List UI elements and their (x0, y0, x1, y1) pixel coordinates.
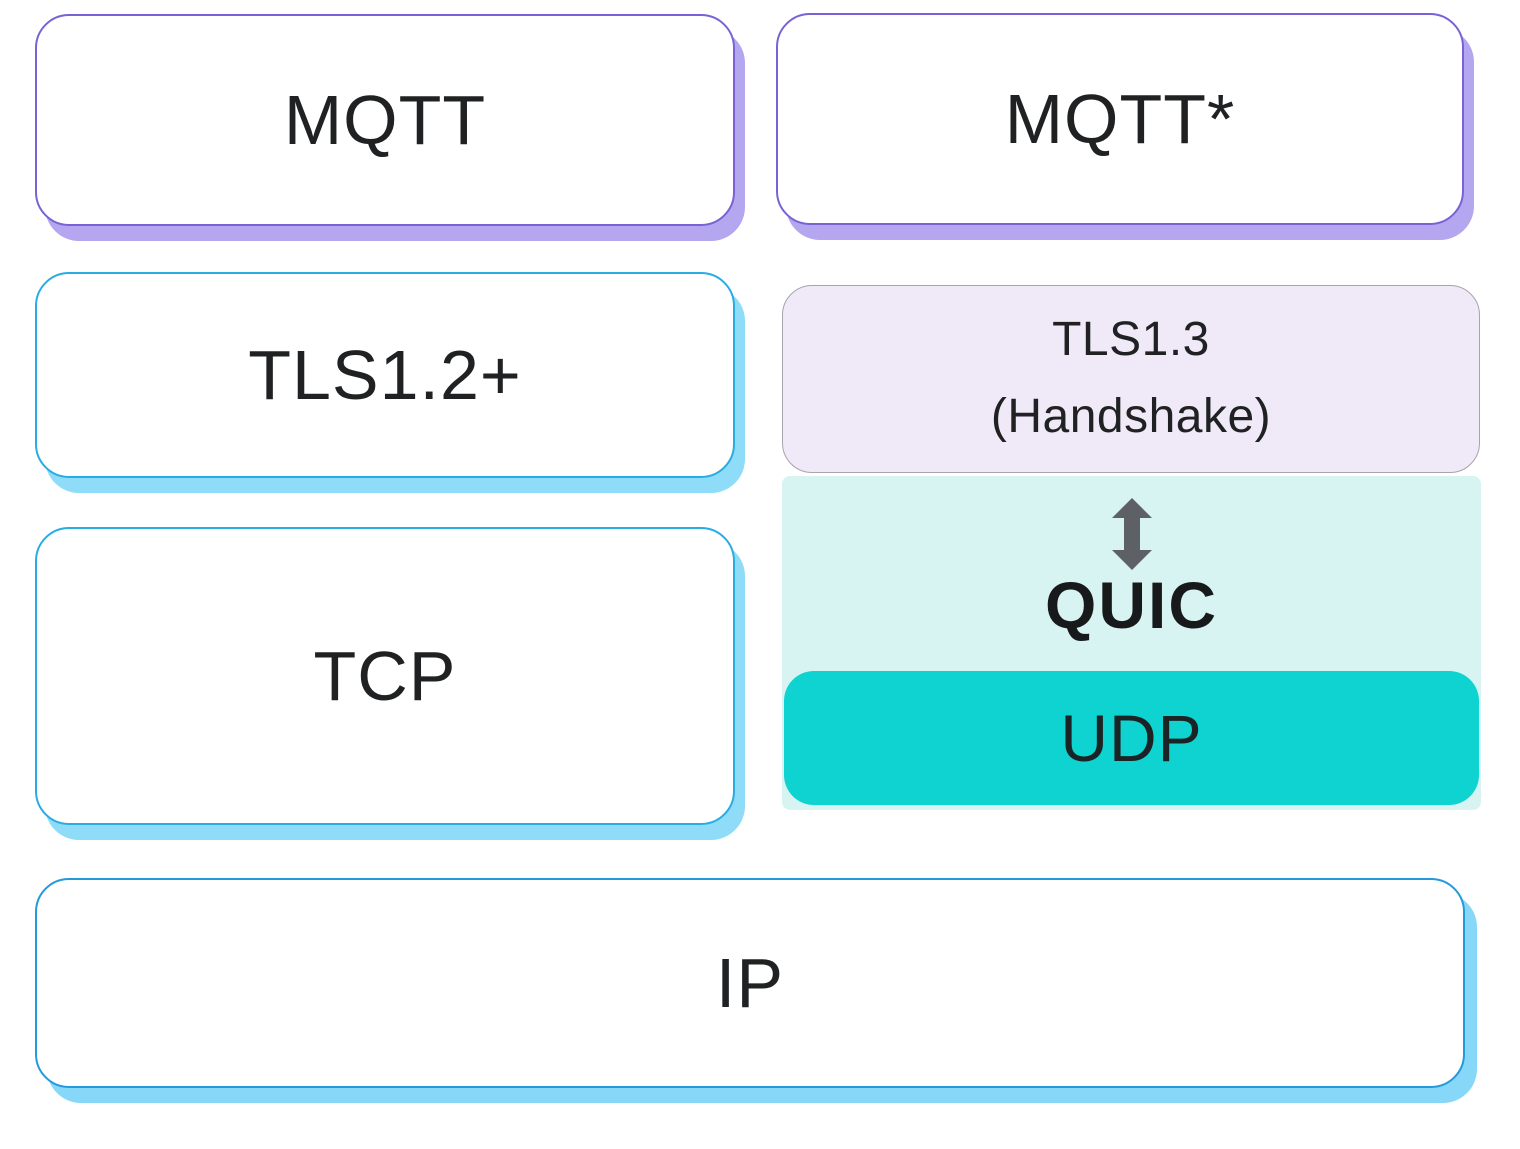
tls12-label: TLS1.2+ (248, 336, 522, 414)
udp-label: UDP (1060, 701, 1203, 775)
tls12-box: TLS1.2+ (35, 272, 735, 478)
tls13-label-line1: TLS1.3 (1052, 313, 1210, 367)
tls13-handshake-box: TLS1.3 (Handshake) (782, 285, 1480, 473)
ip-label: IP (715, 944, 785, 1022)
quic-group-box: QUIC UDP (782, 476, 1481, 810)
mqtt-label: MQTT (283, 81, 487, 159)
quic-label: QUIC (1045, 568, 1218, 642)
ip-box: IP (35, 878, 1465, 1088)
udp-box: UDP (784, 671, 1479, 805)
mqtt-star-box: MQTT* (776, 13, 1464, 225)
bidirectional-arrow-icon (1111, 498, 1152, 570)
tls13-label-line2: (Handshake) (990, 390, 1272, 443)
mqtt-star-label: MQTT* (1004, 80, 1236, 158)
tcp-label: TCP (313, 637, 457, 715)
mqtt-box: MQTT (35, 14, 735, 226)
tcp-box: TCP (35, 527, 735, 825)
